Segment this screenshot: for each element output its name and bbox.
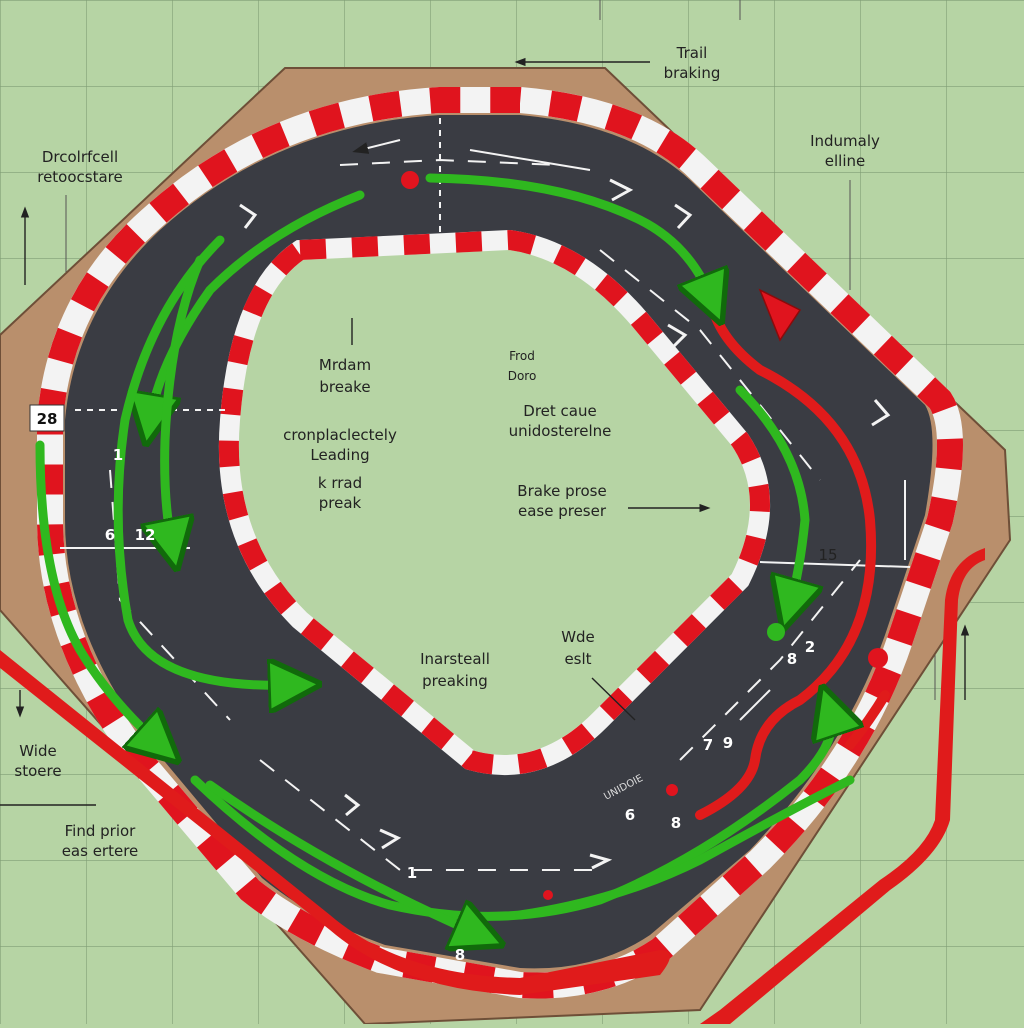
label-wide-exit-2: eslt — [564, 650, 591, 668]
label-half-1: Frod — [509, 349, 535, 363]
label-find-prior-1: Find prior — [65, 822, 137, 840]
label-direct-cause-2: unidosterelne — [509, 422, 612, 440]
label-industry-1: Indumaly — [810, 132, 880, 150]
marker-1: 1 — [113, 446, 123, 464]
marker-28: 28 — [37, 410, 58, 428]
label-industry-2: elline — [825, 152, 865, 170]
red-triangle-marker-icon — [758, 288, 802, 342]
label-complicated-2: Leading — [310, 446, 369, 464]
label-complicated-1: cronplaclectely — [283, 426, 397, 444]
label-wide-steer-1: Wide — [19, 742, 56, 760]
direction-arrow-icon — [352, 139, 906, 721]
arrow-chevron-icon — [239, 178, 891, 870]
label-increased-1: Inarsteall — [420, 650, 490, 668]
label-drop-full-1: Drcolrfcell — [42, 148, 118, 166]
label-brake-pressure-1: Brake prose — [517, 482, 606, 500]
cone-cluster-icon — [401, 171, 888, 900]
marker-8: 8 — [787, 650, 797, 668]
label-peak-1: k rrad — [318, 474, 362, 492]
marker-28-box — [29, 404, 65, 432]
inner-curb-red — [218, 229, 770, 775]
braking-line-red-right — [700, 548, 985, 1024]
braking-line-red — [695, 300, 877, 820]
annotation-arrows — [0, 57, 970, 806]
label-brake-pressure-2: ease preser — [518, 502, 607, 520]
marker-6: 6 — [105, 526, 115, 544]
marker-2: 2 — [805, 638, 815, 656]
label-half-2: Doro — [508, 369, 537, 383]
marker-1b: 1 — [407, 864, 417, 882]
marker-9: 9 — [723, 734, 733, 752]
label-direct-cause-1: Dret caue — [523, 402, 596, 420]
label-minimum-brake-1: Mrdam — [319, 356, 371, 374]
braking-line-red-outer — [0, 650, 670, 995]
annotations: Trail braking Drcolrfcell retoocstare In… — [14, 44, 880, 860]
marker-12: 12 — [135, 526, 156, 544]
label-wide-exit-1: Wde — [561, 628, 595, 646]
infield — [228, 240, 760, 765]
label-wide-steer-2: stoere — [14, 762, 61, 780]
marker-7: 7 — [703, 736, 713, 754]
outer-curb-red — [37, 87, 963, 999]
label-peak-2: preak — [319, 494, 362, 512]
label-braking: braking — [664, 64, 721, 82]
racing-line-green — [35, 173, 850, 935]
marker-15: 15 — [818, 546, 837, 564]
label-find-prior-2: eas ertere — [62, 842, 139, 860]
label-drop-full-2: retoocstare — [37, 168, 123, 186]
marker-8c: 8 — [671, 814, 681, 832]
marker-6b: 6 — [625, 806, 635, 824]
label-trail: Trail — [676, 44, 708, 62]
marker-8d: 8 — [455, 946, 465, 964]
label-minimum-brake-2: breake — [319, 378, 370, 396]
label-increased-2: preaking — [422, 672, 488, 690]
